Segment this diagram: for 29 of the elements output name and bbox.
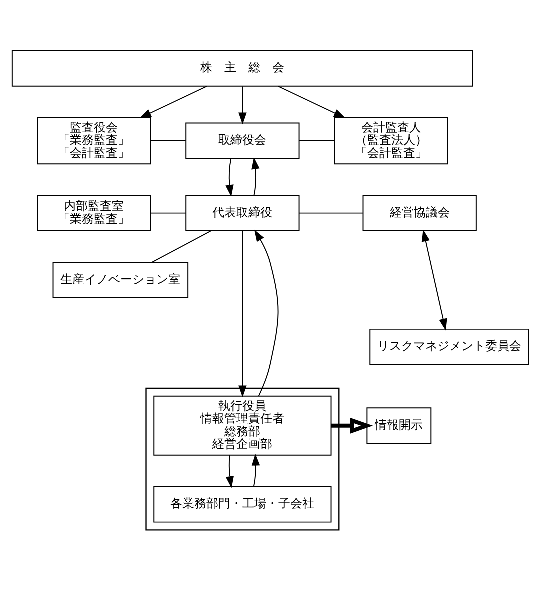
node-box: 取締役会 bbox=[186, 122, 300, 160]
node-box: 代表取締役 bbox=[186, 195, 300, 232]
node-box: 情報開示 bbox=[366, 408, 432, 444]
arrow bbox=[254, 230, 279, 397]
arrow bbox=[226, 454, 234, 488]
node-box: 内部監査室 「業務監査」 bbox=[37, 195, 152, 232]
arrow bbox=[252, 158, 260, 196]
node-box: 会計監査人 （監査法人） 「会計監査」 bbox=[334, 117, 448, 165]
connector bbox=[298, 212, 364, 214]
arrow bbox=[238, 86, 247, 125]
connector bbox=[150, 140, 186, 142]
node-box: 経営協議会 bbox=[362, 195, 477, 232]
connector bbox=[150, 212, 186, 214]
arrow bbox=[252, 454, 260, 488]
node-box: 監査役会 「業務監査」 「会計監査」 bbox=[37, 117, 152, 165]
node-box: 生産イノベーション室 bbox=[52, 262, 189, 298]
cluster bbox=[146, 388, 340, 531]
node-box: リスクマネジメント委員会 bbox=[370, 328, 530, 366]
arrow bbox=[331, 418, 374, 434]
arrow bbox=[278, 86, 346, 118]
arrow bbox=[226, 158, 234, 197]
node-box: 各業務部門・工場・子会社 bbox=[154, 486, 332, 523]
arrow bbox=[238, 230, 247, 398]
connector bbox=[152, 230, 212, 263]
node-box: 株 主 総 会 bbox=[12, 50, 474, 87]
node-box: 執行役員 情報管理責任者 総務部 経営企画部 bbox=[154, 396, 332, 456]
connector bbox=[298, 140, 335, 142]
arrow bbox=[422, 230, 448, 331]
arrow bbox=[140, 86, 208, 118]
